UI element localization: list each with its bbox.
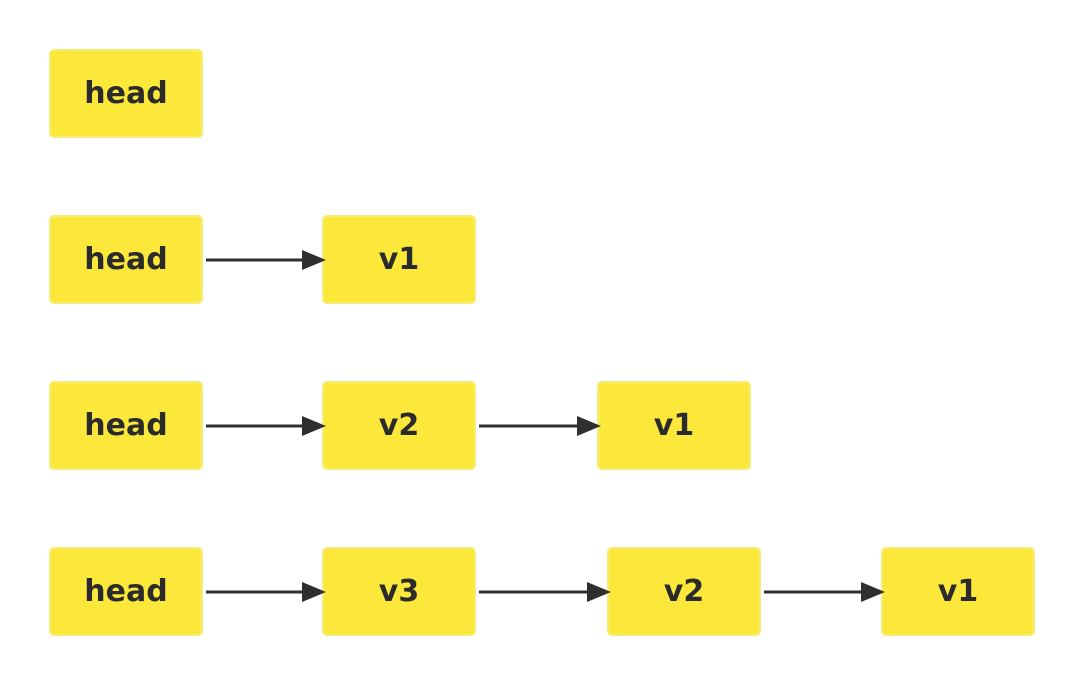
node-label: v1 [653, 408, 695, 443]
node-label: v3 [378, 574, 420, 609]
node-label: v1 [937, 574, 979, 609]
arrow-v2-to-v1-row3 [479, 416, 601, 436]
arrow-head-to-v2-row3 [206, 416, 326, 436]
node-head-row4: head [49, 547, 203, 636]
node-label: v2 [378, 408, 420, 443]
node-v1-row2: v1 [322, 215, 476, 304]
node-v2-row4: v2 [607, 547, 761, 636]
arrow-v2-to-v1-row4 [764, 582, 885, 602]
node-label: head [84, 408, 168, 443]
arrow-head-to-v1-row2 [206, 250, 326, 270]
node-label: head [84, 242, 168, 277]
node-head-row2: head [49, 215, 203, 304]
node-label: v2 [663, 574, 705, 609]
arrow-head-to-v3-row4 [206, 582, 326, 602]
node-label: v1 [378, 242, 420, 277]
node-label: head [84, 574, 168, 609]
node-label: head [84, 76, 168, 111]
node-head-row1: head [49, 49, 203, 138]
node-head-row3: head [49, 381, 203, 470]
arrow-v3-to-v2-row4 [479, 582, 611, 602]
node-v3-row4: v3 [322, 547, 476, 636]
node-v2-row3: v2 [322, 381, 476, 470]
